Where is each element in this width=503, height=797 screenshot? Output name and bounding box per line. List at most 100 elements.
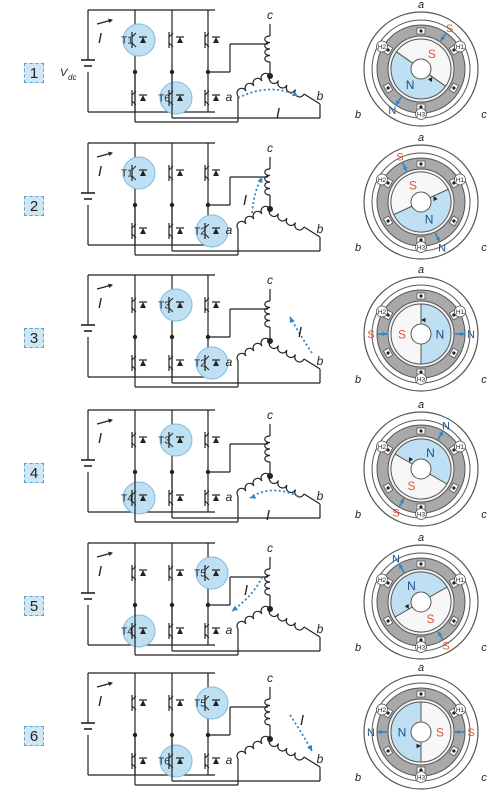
conductor-dot xyxy=(419,238,423,242)
motor-phase-label-a: a xyxy=(418,532,424,544)
active-switch-highlight xyxy=(195,214,229,248)
motor-phase-label-c: c xyxy=(481,374,487,386)
step-number-badge: 3 xyxy=(24,328,44,348)
wire xyxy=(168,695,174,701)
winding-coil xyxy=(268,475,305,498)
diode-symbol xyxy=(140,495,146,501)
wire xyxy=(204,695,210,701)
diode-symbol xyxy=(213,228,219,234)
motor-phase-label-a: a xyxy=(418,264,424,276)
phase-current-label: I xyxy=(300,712,304,729)
conductor-dot xyxy=(419,162,423,166)
wire xyxy=(131,695,137,701)
phase-current-arrow: I xyxy=(249,489,299,524)
rotor-north-label: N xyxy=(425,213,434,227)
winding-coil xyxy=(236,472,271,497)
active-switch-highlight xyxy=(195,346,229,380)
wire xyxy=(204,442,210,448)
rotor-south-half xyxy=(420,701,452,763)
wire xyxy=(168,565,174,571)
motor-phase-label-a: a xyxy=(418,132,424,144)
arrow-head xyxy=(438,631,443,637)
rotor-north-label: N xyxy=(407,579,416,593)
hall-sensor xyxy=(454,573,466,586)
diode-symbol xyxy=(177,95,183,101)
conductor-dot xyxy=(452,619,456,623)
wire xyxy=(131,32,137,38)
wire xyxy=(303,93,321,105)
rotor-shaft xyxy=(410,58,432,80)
wire xyxy=(204,763,210,769)
arrow-head xyxy=(433,196,438,202)
conductor-dot xyxy=(386,749,390,753)
switch-label-T3: T3 xyxy=(158,436,170,447)
stator-north-label: N xyxy=(392,554,400,566)
wire xyxy=(168,432,174,438)
phase-label-a: a xyxy=(226,753,233,767)
arrow-head xyxy=(455,729,460,735)
hall-label-H1: H1 xyxy=(456,577,465,584)
stator-south-label: S xyxy=(442,640,449,652)
arrow-head xyxy=(108,551,113,557)
conductor-dot xyxy=(386,711,390,715)
hall-label-H2: H2 xyxy=(378,707,387,714)
rotor xyxy=(390,303,452,365)
diode-symbol xyxy=(140,37,146,43)
diode-symbol xyxy=(213,628,219,634)
conductor-dot xyxy=(419,562,423,566)
diode-symbol xyxy=(213,170,219,176)
conductor-dot xyxy=(452,711,456,715)
arrow-head xyxy=(108,18,113,24)
motor-phase-label-c: c xyxy=(481,242,487,254)
arrow-head xyxy=(460,331,465,337)
stator-south-label: S xyxy=(367,329,374,341)
hall-label-H2: H2 xyxy=(378,309,387,316)
hall-sensor xyxy=(376,440,388,453)
diode-symbol xyxy=(140,228,146,234)
rotor-shaft xyxy=(410,458,432,480)
hall-sensor xyxy=(415,108,427,120)
conductor-dot xyxy=(452,313,456,317)
dc-current-label: I xyxy=(98,430,102,447)
hall-label-H2: H2 xyxy=(378,44,387,51)
wire xyxy=(204,575,210,581)
motor-phase-label-c: c xyxy=(481,642,487,654)
wire xyxy=(204,365,210,371)
wire xyxy=(204,233,210,239)
conductor-dot xyxy=(452,351,456,355)
rotor-south-label: S xyxy=(407,479,415,493)
switch-label-T5: T5 xyxy=(194,569,206,580)
hall-sensor xyxy=(454,703,466,716)
wire xyxy=(303,226,321,238)
active-switch-highlight xyxy=(159,744,193,778)
diode-symbol xyxy=(213,302,219,308)
arrow-head xyxy=(108,418,113,424)
hall-sensor xyxy=(415,508,427,520)
step-number-badge: 5 xyxy=(24,596,44,616)
diode-symbol xyxy=(213,758,219,764)
wire xyxy=(204,297,210,303)
diode-symbol xyxy=(177,437,183,443)
diode-symbol xyxy=(213,95,219,101)
conductor-dot xyxy=(452,48,456,52)
switch-label-T2: T2 xyxy=(194,359,206,370)
phase-label-b: b xyxy=(317,752,324,766)
diode-symbol xyxy=(177,228,183,234)
diode-symbol xyxy=(177,628,183,634)
hall-sensor xyxy=(376,703,388,716)
rotor-south-label: S xyxy=(426,612,434,626)
conductor-dot xyxy=(386,181,390,185)
wire xyxy=(204,432,210,438)
dc-source-subscript: dc xyxy=(68,73,76,82)
active-switch-highlight xyxy=(159,81,193,115)
winding-coil xyxy=(268,75,305,98)
phase-label-b: b xyxy=(317,89,324,103)
arrow-head xyxy=(435,236,440,242)
phase-current-arrow: I xyxy=(289,712,313,752)
phase-label-a: a xyxy=(226,490,233,504)
